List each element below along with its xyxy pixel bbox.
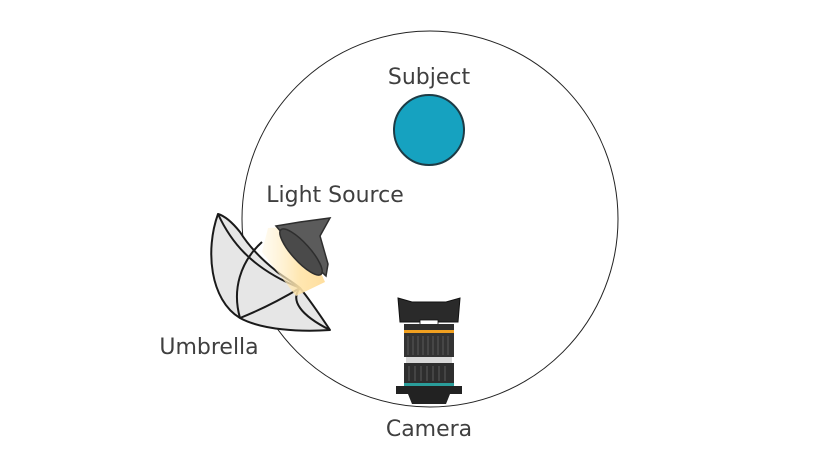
light-source-icon [274,217,332,278]
camera-label: Camera [386,417,472,442]
light-source-label: Light Source [266,183,403,208]
subject-label: Subject [388,65,471,90]
umbrella-label: Umbrella [159,335,258,360]
subject-circle [393,94,465,166]
subject-group: Subject [388,65,471,166]
camera-icon [396,297,462,404]
stage-ring [241,30,619,408]
light-glow [262,226,325,296]
